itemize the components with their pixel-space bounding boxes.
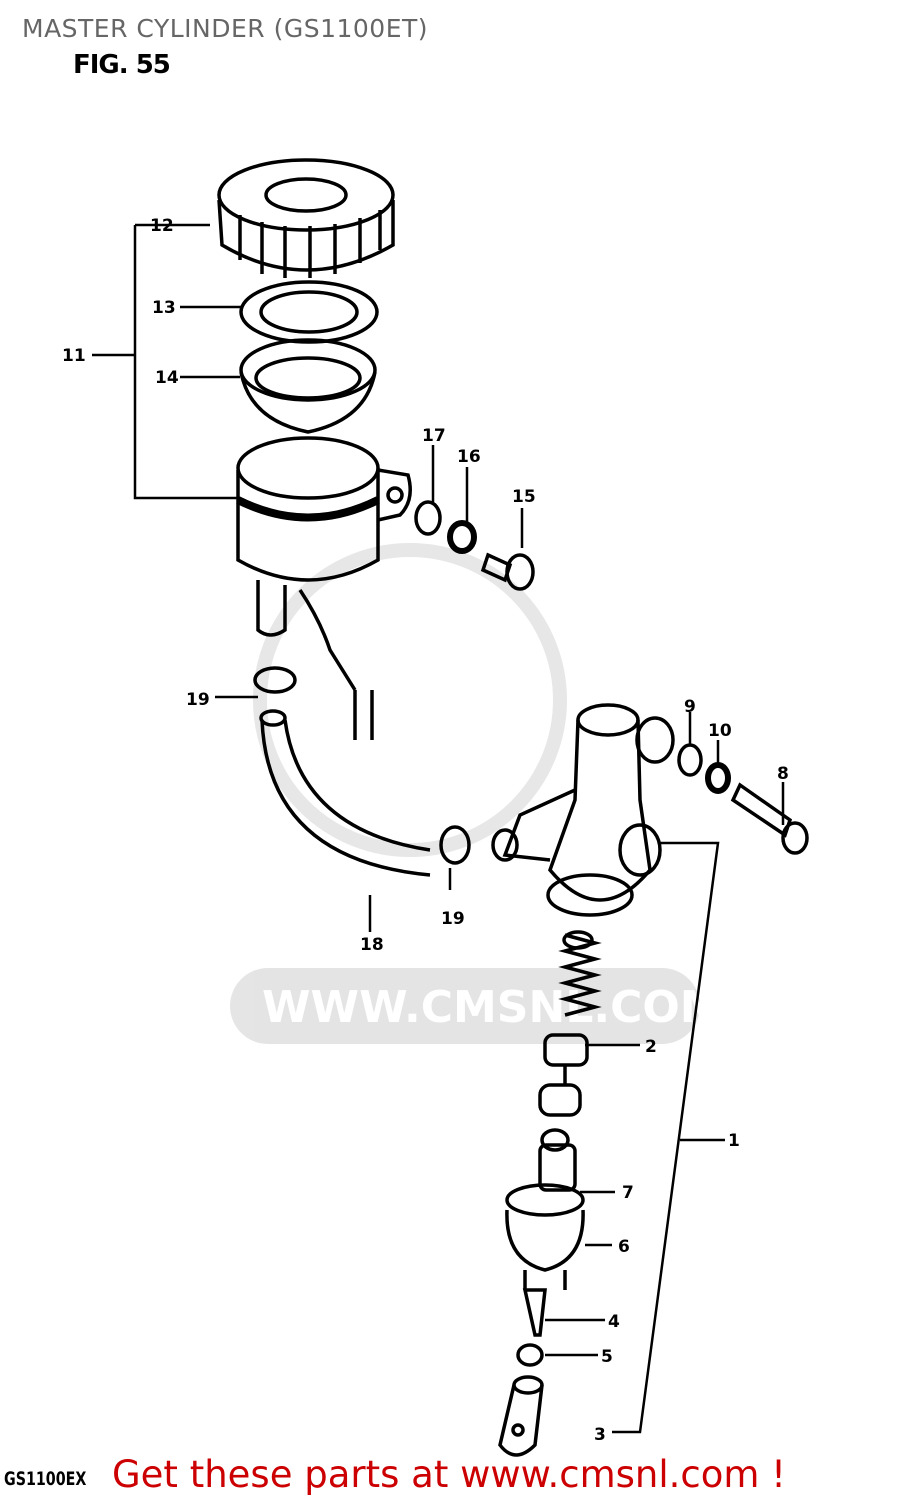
callout-16: 16 xyxy=(457,447,481,467)
callout-3: 3 xyxy=(594,1425,606,1445)
callout-1: 1 xyxy=(728,1131,740,1151)
master-cylinder-body xyxy=(491,703,675,917)
washer xyxy=(414,500,442,536)
callout-4: 4 xyxy=(608,1312,620,1332)
callout-2: 2 xyxy=(645,1037,657,1057)
diaphragm-plate xyxy=(239,280,379,344)
callout-15: 15 xyxy=(512,487,536,507)
push-rod xyxy=(522,1288,547,1337)
callout-12: 12 xyxy=(150,216,174,236)
nut xyxy=(516,1343,544,1367)
reservoir-body xyxy=(236,436,412,740)
hose-clamp xyxy=(439,825,471,865)
callout-14: 14 xyxy=(155,368,179,388)
callout-8: 8 xyxy=(777,764,789,784)
bolt xyxy=(480,552,535,591)
promo-link[interactable]: Get these parts at www.cmsnl.com ! xyxy=(112,1453,787,1496)
clevis xyxy=(498,1375,544,1457)
washer xyxy=(447,520,477,554)
callout-9: 9 xyxy=(684,697,696,717)
washer xyxy=(677,743,703,777)
callout-7: 7 xyxy=(622,1183,634,1203)
watermark-text: WWW.CMSNL.COM xyxy=(262,982,724,1033)
washer xyxy=(705,762,731,794)
callout-6: 6 xyxy=(618,1237,630,1257)
pin xyxy=(730,782,809,855)
callout-13: 13 xyxy=(152,298,176,318)
piston xyxy=(538,1033,589,1192)
reservoir-cap xyxy=(217,158,395,278)
callout-18: 18 xyxy=(360,935,384,955)
callout-5: 5 xyxy=(601,1347,613,1367)
watermark: WWW.CMSNL.COM xyxy=(230,543,724,1044)
callout-19-upper: 19 xyxy=(186,690,210,710)
diaphragm xyxy=(239,338,377,434)
boot xyxy=(505,1183,585,1290)
figure-number: FIG. 55 xyxy=(73,50,171,80)
hose-clamp xyxy=(253,666,297,694)
callout-11: 11 xyxy=(62,346,86,366)
callout-17: 17 xyxy=(422,426,446,446)
hose xyxy=(260,719,431,877)
model-code: GS1100EX xyxy=(4,1468,87,1490)
callout-labels: 12 13 14 11 17 16 15 19 19 18 9 10 8 1 2… xyxy=(62,216,789,1445)
callout-10: 10 xyxy=(708,721,732,741)
callout-19-lower: 19 xyxy=(441,909,465,929)
leader-lines xyxy=(92,223,785,1434)
page-title: MASTER CYLINDER (GS1100ET) xyxy=(22,14,429,43)
